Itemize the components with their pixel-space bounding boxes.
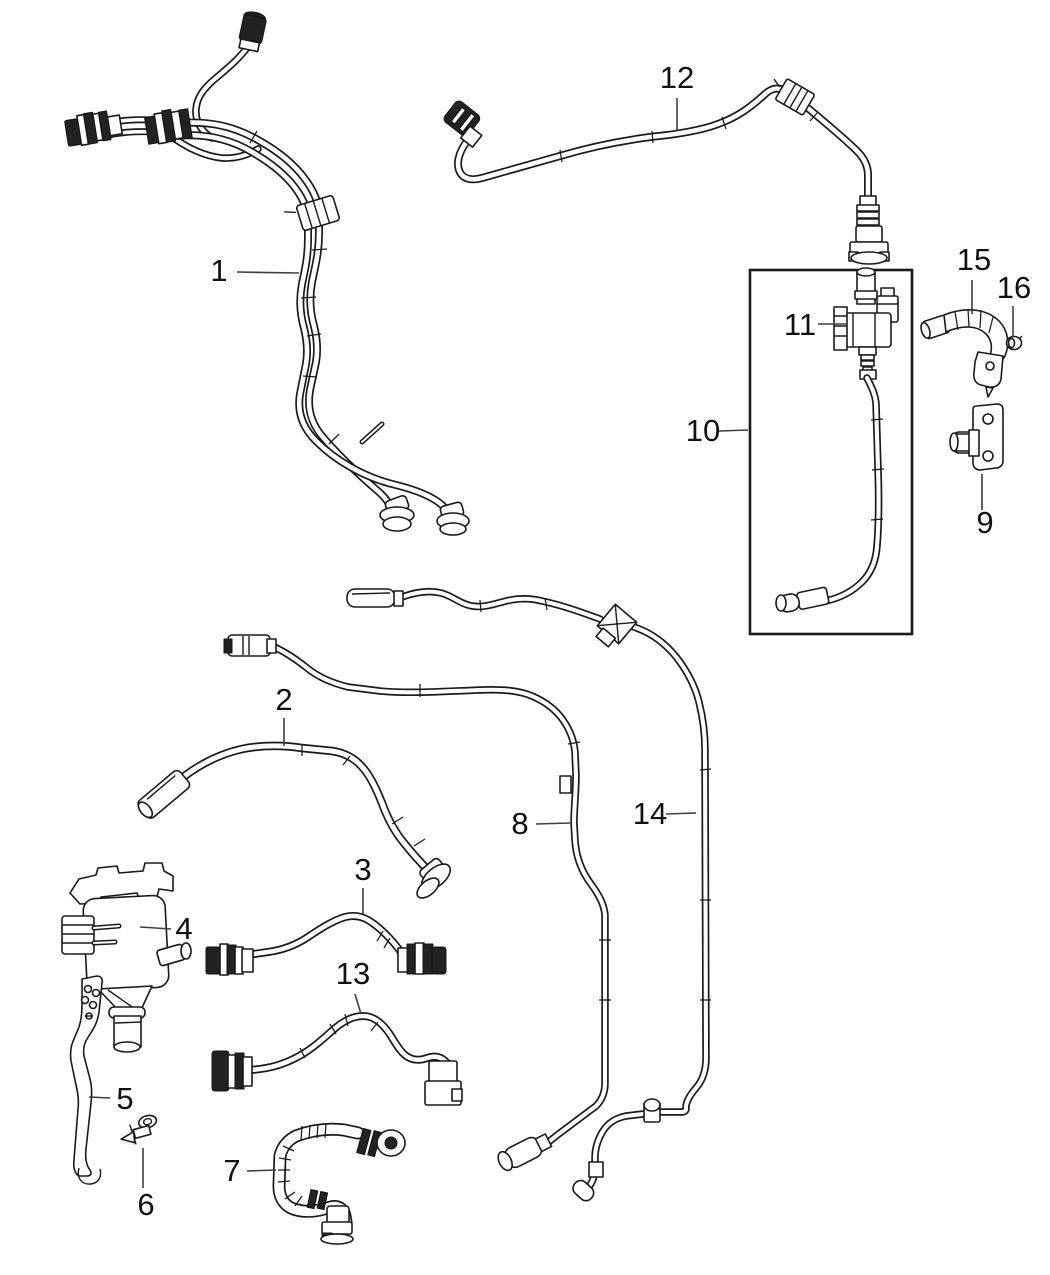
part-8-clip-tab [559, 775, 572, 794]
callout-10: 10 [686, 413, 749, 448]
callout-13: 13 [336, 956, 370, 1015]
part-1-end-connector-right [436, 501, 470, 536]
callout-14-leader [665, 812, 697, 815]
part-8-end-connector [497, 1133, 553, 1172]
callout-15: 15 [957, 242, 991, 314]
part-14-grommet-ring [643, 1098, 661, 1123]
callout-1-label: 1 [210, 253, 227, 288]
callout-12: 12 [660, 60, 694, 130]
part-9-drawing [949, 403, 1004, 471]
part-10-detail-box [748, 268, 914, 636]
part-12-left-connector [443, 100, 483, 148]
callout-8: 8 [511, 806, 571, 841]
callout-10-label: 10 [686, 413, 720, 448]
part-7-ring-bands [306, 1189, 329, 1211]
callout-2-label: 2 [275, 682, 292, 717]
callout-14-label: 14 [633, 796, 667, 831]
part-12-drawing [443, 78, 890, 265]
callout-3: 3 [354, 852, 372, 914]
callout-9-label: 9 [976, 505, 993, 540]
part-16-drawing [1005, 335, 1023, 351]
part-7-drawing [272, 1122, 406, 1245]
part-5-drawing [69, 975, 104, 1185]
callout-5: 5 [88, 1081, 134, 1116]
part-13-drawing [211, 1012, 463, 1106]
callouts: 1 2 3 4 5 6 7 8 [88, 60, 1031, 1222]
callout-7: 7 [223, 1153, 277, 1188]
part-10-tube-drawing [775, 369, 885, 613]
callout-7-label: 7 [223, 1153, 240, 1188]
callout-5-leader [88, 1096, 111, 1099]
callout-2: 2 [275, 682, 293, 746]
callout-4-label: 4 [175, 911, 192, 946]
callout-9: 9 [976, 474, 994, 540]
part-14-drawing [346, 587, 712, 1202]
part-4-right-stub [156, 942, 192, 967]
part-14-clip [595, 603, 638, 648]
callout-13-label: 13 [336, 956, 370, 991]
part-13-left-connector [211, 1050, 253, 1092]
part-6-drawing [120, 1114, 158, 1145]
part-1-left-connector [64, 110, 124, 147]
part-10-tube-end-connector [775, 586, 830, 613]
callout-8-leader [535, 822, 571, 825]
part-3-right-connector [397, 942, 447, 975]
callout-15-label: 15 [957, 242, 991, 277]
callout-6-label: 6 [137, 1187, 154, 1222]
callout-3-label: 3 [354, 852, 371, 887]
part-15-drawing [920, 308, 1009, 398]
callout-4-leader [139, 926, 172, 930]
part-1-end-connector-left [379, 494, 415, 532]
callout-4: 4 [139, 911, 193, 946]
part-8-drawing [223, 634, 611, 1172]
part-13-right-connector [424, 1060, 463, 1106]
part-11-drawing [833, 267, 899, 374]
part-1-drawing [64, 11, 470, 536]
part-1-clamp [284, 194, 341, 232]
part-1-inline-fitting [144, 108, 193, 145]
callout-11-label: 11 [784, 307, 816, 342]
part-4-drawing [61, 862, 192, 1053]
callout-12-label: 12 [660, 60, 694, 95]
part-12-clamp [773, 78, 815, 116]
part-8-left-connector [223, 634, 277, 657]
callout-6: 6 [137, 1148, 155, 1222]
part-12-end-connector [848, 195, 890, 265]
part-3-drawing [205, 912, 447, 976]
callout-8-label: 8 [511, 806, 528, 841]
callout-1-leader [236, 271, 300, 274]
callout-7-leader [246, 1169, 277, 1172]
part-2-drawing [137, 741, 452, 899]
part-14-end-connector [572, 1161, 604, 1202]
callout-16: 16 [997, 270, 1031, 336]
part-4-left-block [61, 915, 122, 955]
callout-16-label: 16 [997, 270, 1031, 305]
part-1-top-connector [238, 11, 267, 53]
callout-14: 14 [633, 796, 697, 831]
part-2-end-connector [416, 857, 452, 899]
part-7-right-connector [356, 1127, 406, 1158]
callout-5-label: 5 [116, 1081, 133, 1116]
part-7-bottom-connector [320, 1205, 354, 1245]
part-2-cap-end [137, 769, 191, 819]
part-3-left-connector [205, 943, 254, 976]
callout-1: 1 [210, 253, 300, 288]
part-14-cap-end [346, 588, 404, 608]
callout-13-leader [354, 993, 362, 1015]
callout-11: 11 [784, 307, 846, 342]
callout-10-leader [718, 429, 749, 432]
